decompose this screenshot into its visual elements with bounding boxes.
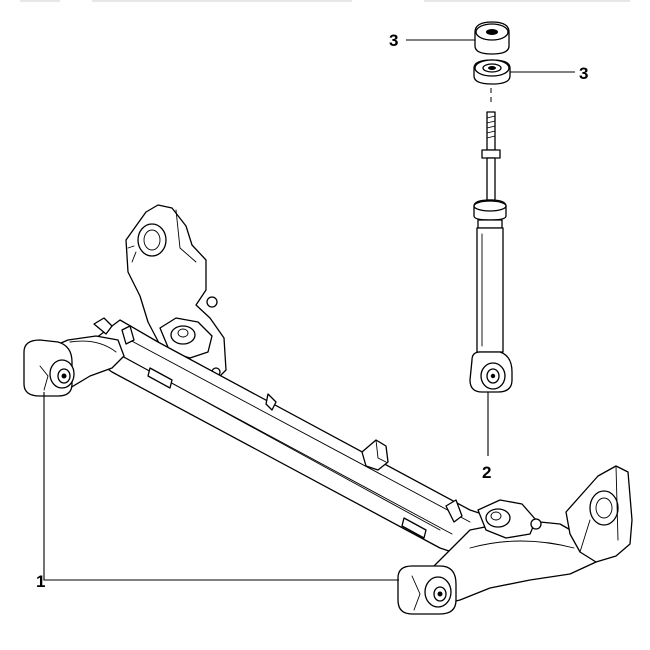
right-arm-edge <box>469 540 575 549</box>
beam-tab <box>93 317 113 335</box>
right-spring-seat-hole <box>490 511 502 521</box>
callout-label-3-top: 3 <box>389 31 398 50</box>
center-bracket <box>361 439 389 471</box>
left-spring-seat-hole <box>177 328 189 338</box>
hub-plate-edge <box>579 465 619 553</box>
callout-leaders <box>43 39 575 581</box>
beam-slot <box>401 517 427 539</box>
upper-mount-bore <box>486 29 498 35</box>
callout-label-1: 1 <box>36 572 45 591</box>
right-hub-hole-inner <box>595 497 613 519</box>
bracket-bolt <box>206 296 218 308</box>
callout-label-3-lower: 3 <box>579 64 588 83</box>
callout-label-2: 2 <box>482 463 491 482</box>
left-bushing-edge <box>39 365 49 391</box>
left-arm-edge <box>69 340 117 353</box>
lower-mount-bore <box>488 66 496 70</box>
right-bushing-bore <box>437 591 443 597</box>
piston-rod <box>486 157 496 201</box>
shock-body <box>476 227 504 353</box>
right-bushing-edge <box>411 575 421 611</box>
left-bracket-hole-inner <box>143 229 161 251</box>
bracket-edge <box>175 209 197 263</box>
upper-mount-lower-part <box>473 59 511 85</box>
beam-clip <box>265 393 277 411</box>
cross-beam <box>95 319 501 557</box>
leader-line-1 <box>43 392 399 581</box>
rear-axle-beam <box>23 204 633 615</box>
shock-cap-top <box>473 200 507 212</box>
beam-tab <box>121 325 135 345</box>
beam-edge-line <box>125 337 471 523</box>
seat-bolt <box>530 518 542 530</box>
bracket-tab <box>127 245 137 263</box>
shock-cap-ring <box>477 219 503 229</box>
lower-eye-bore <box>490 373 496 379</box>
left-spring-seat-boss <box>170 325 196 345</box>
beam-slot <box>147 367 173 389</box>
upper-mount-top-part <box>474 21 510 55</box>
right-hub-hole <box>589 490 619 526</box>
right-spring-seat-boss <box>485 508 511 528</box>
stud-thread <box>486 115 496 139</box>
center-bracket-edge <box>375 439 387 463</box>
left-bushing-bore <box>61 373 67 379</box>
shock-absorber-part <box>469 111 513 393</box>
left-bracket-hole <box>137 223 167 257</box>
beam-clip <box>445 499 463 523</box>
shock-collar <box>481 149 501 159</box>
